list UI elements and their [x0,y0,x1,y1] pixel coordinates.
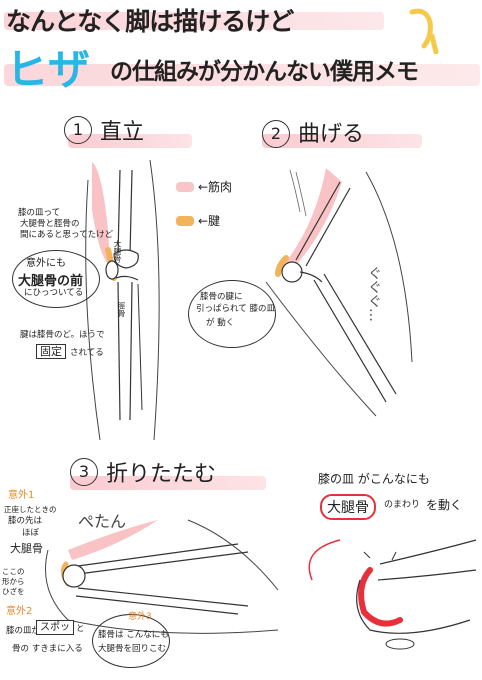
section1-number: 1 [64,116,92,144]
side-small-1: ここの [2,567,25,576]
title-highlight-2 [4,64,480,86]
unexpected1-head: 意外1 [8,490,35,501]
right-mid: のまわり [384,500,421,510]
side-small-3: ひざを [2,587,25,596]
unexpected3-line2: 大腿骨を回りこむ [98,644,167,654]
section1-bubble [12,250,100,308]
legend-muscle-swatch [176,182,194,192]
section1-bubble-main: 大腿骨の前 [18,274,84,289]
section2-number: 2 [262,120,290,148]
right-tail: を動く [426,498,463,512]
section1-bone-lower: 脛骨 [117,302,126,317]
section3-title: 折りたたむ [106,462,217,487]
section3-pettan: ぺたん [78,512,127,531]
unexpected1-line3: ほぼ [22,528,40,538]
section3-highlight [70,476,266,490]
section1-tendon-note: 腱は膝骨のど。ほうで [20,330,105,340]
section2-highlight [262,134,422,148]
folded-leg-illustration [45,519,279,634]
legend-tendon-label: ←腱 [198,214,221,228]
page-title-knee: ヒザ [6,45,91,94]
sparkle-icon [409,8,439,54]
unexpected3-bubble [92,614,170,668]
section1-top-note-3: 間にあると思ってたけど [20,230,114,240]
right-box: 大腿骨 [320,494,376,520]
legend-muscle-label: ←筋肉 [198,180,233,194]
unexpected2-head: 意外2 [6,606,33,617]
unexpected1-main: 大腿骨 [10,542,43,555]
unexpected1-line2: 膝の先は [8,516,43,526]
unexpected2-pre: 膝の皿が [6,626,41,636]
right-head: 膝の皿 がこんなにも [318,472,430,486]
section2-bubble [188,280,276,348]
section2-bubble-line2: 引っぱられて 膝の皿 [196,304,275,314]
page-title-line2: の仕組みが分かんない僕用メモ [110,59,419,85]
page-title-line1: なんとなく脚は描けるけど [6,7,294,36]
unexpected2-box: スポッ [36,620,74,635]
section1-top-note-2: 大腿骨と脛骨の [20,219,80,229]
standing-leg-illustration [85,159,160,441]
section2-side-text: ぐぐぐ… [366,266,382,322]
section1-top-note-1: 膝の皿って [18,208,61,218]
section2-bubble-line1: 膝骨の腱に [200,292,243,302]
bending-leg-illustration [265,168,413,417]
title-highlight-1 [4,12,384,30]
section2-title: 曲げる [298,122,365,147]
section1-fixed-tail: されてる [70,348,104,358]
unexpected3-line1: 膝骨は こんなにも [98,630,169,640]
unexpected2-post: と [76,624,85,634]
section2-bubble-line3: が 動く [206,318,235,328]
section1-bubble-tail: にひっついてる [24,288,84,298]
section1-highlight [68,134,192,148]
knee-detail-illustration [308,539,477,650]
section1-bone-upper: 大腿骨 [113,240,122,263]
section1-title: 直立 [100,120,145,145]
unexpected2-tail: 骨の すきまに入る [12,644,83,654]
unexpected3-head: 意外3 [128,612,152,622]
side-small-2: 形から [2,577,25,586]
unexpected1-line1: 正座したときの [4,505,57,514]
section1-bubble-intro: 意外にも [26,258,66,269]
section3-number: 3 [70,458,98,486]
legend-tendon-swatch [176,216,194,226]
section1-fixed-box: 固定 [36,344,66,359]
